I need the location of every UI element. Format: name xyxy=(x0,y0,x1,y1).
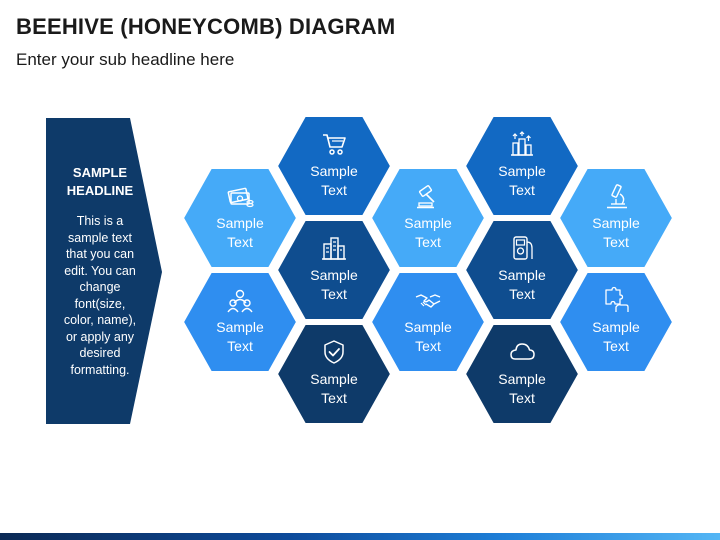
buildings-icon xyxy=(322,237,346,260)
hex-label: Sample Text xyxy=(216,319,264,354)
hex-cell-cloud[interactable]: Sample Text xyxy=(465,324,579,424)
hex-cell-gavel[interactable]: Sample Text xyxy=(371,168,485,268)
hex-label: Sample Text xyxy=(310,371,358,406)
hex-label: Sample Text xyxy=(310,267,358,302)
hex-cell-handshake[interactable]: Sample Text xyxy=(371,272,485,372)
hex-label: Sample Text xyxy=(592,215,640,250)
multimeter-icon xyxy=(513,236,533,260)
hex-cell-multimeter[interactable]: Sample Text xyxy=(465,220,579,320)
gavel-icon xyxy=(417,185,435,209)
page-title: BEEHIVE (HONEYCOMB) DIAGRAM xyxy=(16,14,396,39)
panel-headline: SAMPLE HEADLINE xyxy=(66,165,134,198)
hex-cell-money[interactable]: Sample Text xyxy=(183,168,297,268)
hex-cell-cart[interactable]: Sample Text xyxy=(277,116,391,216)
shield-check-icon xyxy=(324,340,344,364)
hex-label: Sample Text xyxy=(498,371,546,406)
headline-panel xyxy=(46,118,162,424)
team-icon xyxy=(227,289,253,313)
hex-label: Sample Text xyxy=(592,319,640,354)
hex-cell-city-growth[interactable]: Sample Text xyxy=(465,116,579,216)
microscope-icon xyxy=(607,184,627,209)
cloud-icon xyxy=(510,343,535,360)
hex-cell-puzzle[interactable]: Sample Text xyxy=(559,272,673,372)
hex-label: Sample Text xyxy=(498,267,546,302)
hex-cell-shield[interactable]: Sample Text xyxy=(277,324,391,424)
hex-label: Sample Text xyxy=(216,215,264,250)
hex-label: Sample Text xyxy=(498,163,546,198)
panel-body-text: This is a sample text that you can edit.… xyxy=(63,214,137,377)
money-icon xyxy=(227,187,254,208)
hex-cell-buildings[interactable]: Sample Text xyxy=(277,220,391,320)
hex-label: Sample Text xyxy=(310,163,358,198)
shopping-cart-icon xyxy=(323,134,346,155)
headline-panel-text: SAMPLE HEADLINE This is a sample text th… xyxy=(50,164,150,378)
footer-gradient-bar xyxy=(0,533,720,540)
hex-cell-microscope[interactable]: Sample Text xyxy=(559,168,673,268)
page-subtitle: Enter your sub headline here xyxy=(16,50,235,69)
handshake-icon xyxy=(415,294,441,308)
hex-label: Sample Text xyxy=(404,319,452,354)
city-growth-icon xyxy=(511,131,533,156)
hex-label: Sample Text xyxy=(404,215,452,250)
puzzle-hand-icon xyxy=(605,286,629,312)
hex-cell-team[interactable]: Sample Text xyxy=(183,272,297,372)
